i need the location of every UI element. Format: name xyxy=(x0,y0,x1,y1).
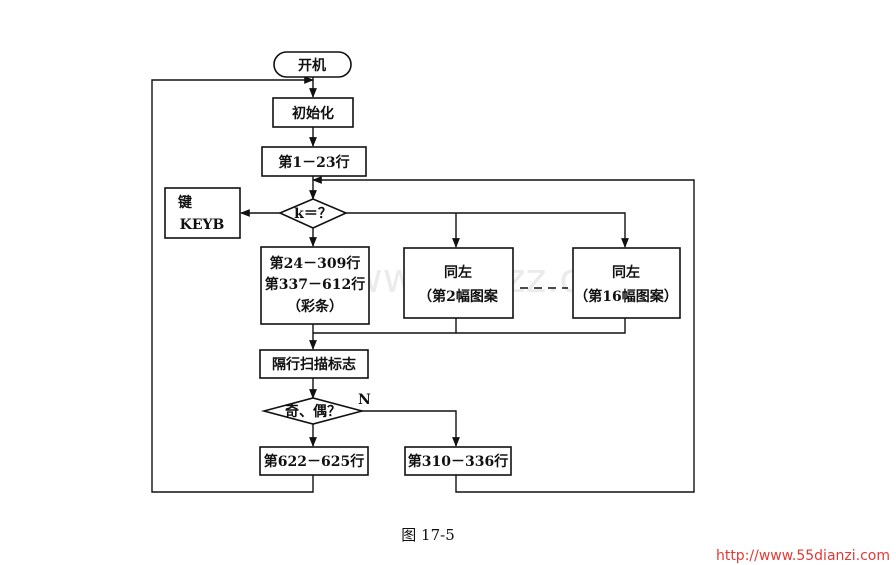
decision-k-label: k＝？ xyxy=(294,206,332,222)
node-lines-310-336: 第310－336行 xyxy=(404,446,512,476)
node-pattern16: 同左 （第16幅图案） xyxy=(572,247,681,319)
lines-1-23-label: 第1－23行 xyxy=(278,154,349,171)
edge-oddeven-310 xyxy=(362,410,460,447)
pattern1-line3: （彩条） xyxy=(287,298,343,315)
pattern16-line2: （第16幅图案） xyxy=(574,288,677,305)
edge-decision-pattern16 xyxy=(346,212,629,248)
node-init: 初始化 xyxy=(272,97,354,128)
edge-loop-to-start xyxy=(151,76,314,493)
edge-loop-to-decision xyxy=(312,176,695,493)
lines-622-625-label: 第622－625行 xyxy=(264,453,364,470)
pattern1-line1: 第24－309行 xyxy=(270,255,361,272)
pattern16-line1: 同左 xyxy=(612,264,640,281)
key-label-line2: KEYB xyxy=(180,217,225,233)
pattern16-box xyxy=(572,247,681,319)
node-odd-even: 奇、偶？ N xyxy=(260,392,371,425)
figure-caption: 图 17-5 xyxy=(401,526,454,544)
key-box xyxy=(164,187,241,239)
node-pattern2: 同左 （第2幅图案 xyxy=(403,247,514,319)
lines-1-23-box xyxy=(261,146,367,177)
key-label-line1: 键 xyxy=(177,194,193,211)
edges xyxy=(151,76,695,493)
odd-even-branch-n: N xyxy=(358,392,371,408)
interlace-flag-label: 隔行扫描标志 xyxy=(272,356,356,373)
source-watermark: http://www.55dianzi.com xyxy=(716,548,890,564)
lines-622-625-box xyxy=(259,446,369,476)
node-lines-622-625: 第622－625行 xyxy=(259,446,369,476)
init-label: 初始化 xyxy=(292,105,334,122)
node-interlace-flag: 隔行扫描标志 xyxy=(259,349,369,379)
pattern2-line1: 同左 xyxy=(444,264,472,281)
node-lines-1-23: 第1－23行 xyxy=(261,146,367,177)
odd-even-label: 奇、偶？ xyxy=(285,403,341,420)
decision-k-diamond xyxy=(278,198,348,229)
interlace-flag-box xyxy=(259,349,369,379)
pattern1-box xyxy=(260,246,370,325)
node-start: 开机 xyxy=(273,51,352,78)
edge-pattern16-merge xyxy=(313,318,626,334)
pattern1-line2: 第337－612行 xyxy=(265,276,365,293)
pattern2-line2: （第2幅图案 xyxy=(418,288,499,305)
node-pattern1: 第24－309行 第337－612行 （彩条） xyxy=(260,246,370,325)
pattern2-box xyxy=(403,247,514,319)
odd-even-diamond xyxy=(260,397,366,425)
start-label: 开机 xyxy=(298,57,326,74)
init-box xyxy=(272,97,354,128)
node-key: 键 KEYB xyxy=(164,187,241,239)
node-decision-k: k＝？ xyxy=(278,198,348,229)
start-terminator-shape xyxy=(273,51,352,78)
lines-310-336-label: 第310－336行 xyxy=(408,453,508,470)
lines-310-336-box xyxy=(404,446,512,476)
